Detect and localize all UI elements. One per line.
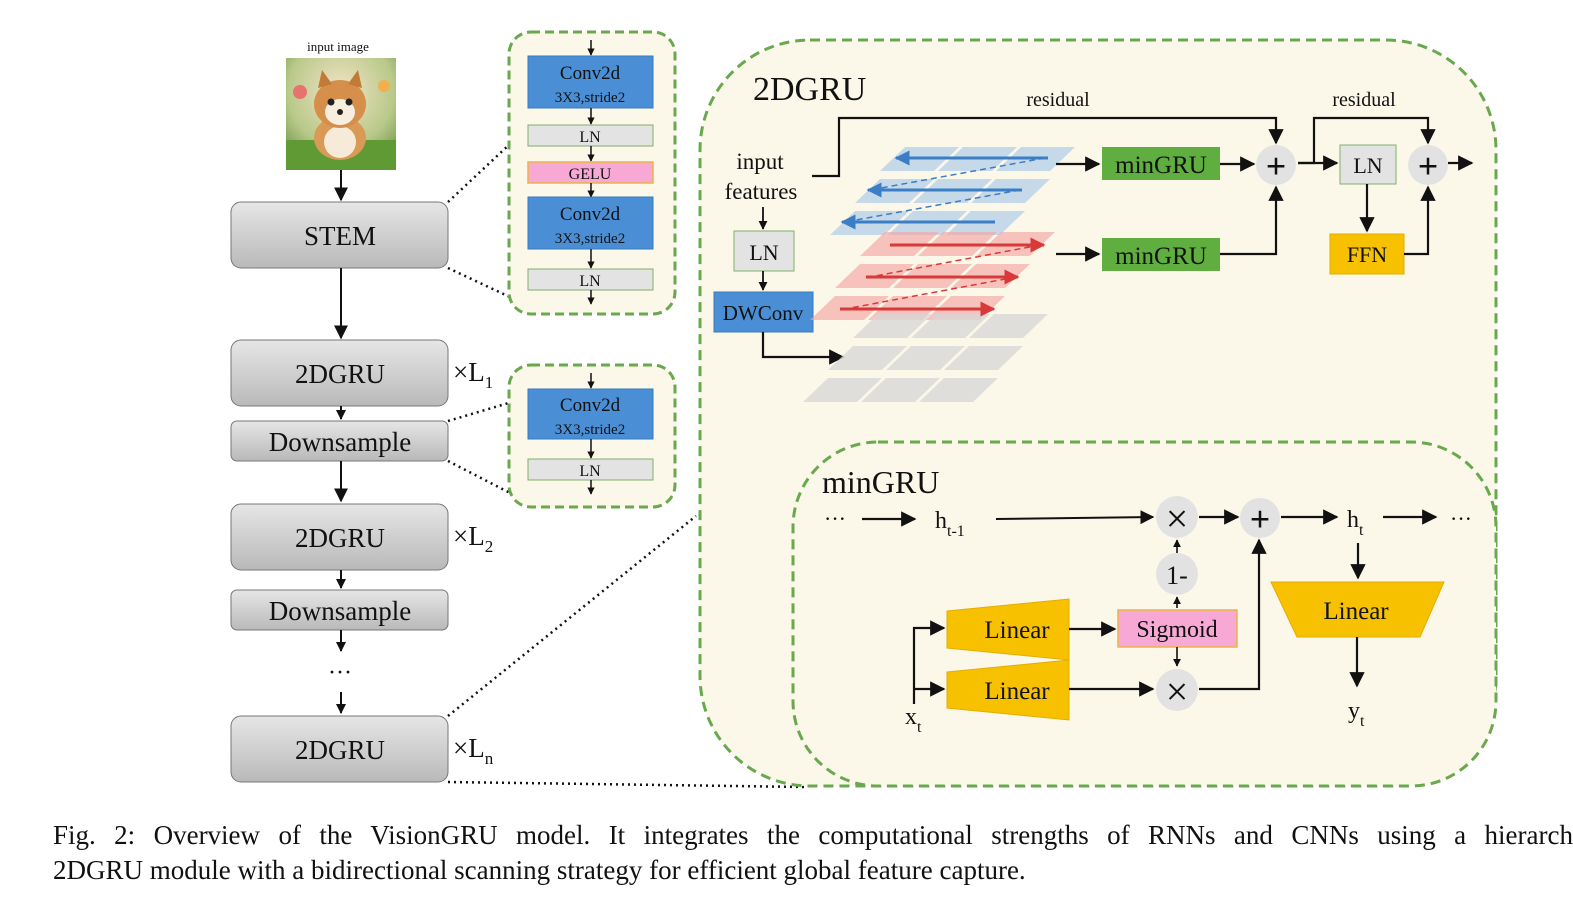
residual2-label: residual [1332, 89, 1396, 111]
caption-line-2: 2DGRU module with a bidirectional scanni… [53, 855, 1026, 885]
sigmoid-label: Sigmoid [1136, 617, 1217, 643]
architecture-diagram: input image STEM 2DGRU ×L1 Downsample 2D… [230, 30, 1498, 789]
linear-gate-label: Linear [984, 617, 1050, 644]
mingru-ellipsis-right: ··· [1450, 506, 1472, 531]
ffn-label: FFN [1347, 242, 1387, 267]
ln-after-label: LN [1353, 153, 1382, 178]
downsample2-block [230, 589, 449, 631]
add-node-mingru [1240, 498, 1280, 538]
multiply-top-symbol: × [1166, 496, 1189, 541]
scan-grid-cell [911, 314, 990, 338]
add-node-2 [1408, 145, 1448, 185]
stem-conv1-params: 3X3,stride2 [555, 90, 625, 106]
add-node-1 [1256, 145, 1296, 185]
sigmoid-block [1117, 609, 1238, 648]
scan-grid-cell [886, 346, 965, 370]
scan-grid-cell [803, 378, 882, 402]
stagen-2dgru-block [230, 715, 449, 783]
stage2-label: 2DGRU [295, 523, 385, 553]
stage1-2dgru-block [230, 339, 449, 407]
scan-arrows-forward [840, 237, 1046, 317]
stage2-repeat: ×L2 [453, 521, 493, 556]
scan-grid-cell [828, 346, 907, 370]
scan-grid-cell [861, 378, 940, 402]
one-minus-label: 1- [1166, 561, 1188, 590]
downsample-conv-params: 3X3,stride2 [555, 422, 625, 438]
mingru-panel-title: minGRU [822, 464, 939, 500]
stage1-repeat: ×L1 [453, 357, 493, 392]
mingru-ellipsis-left: ··· [824, 506, 846, 531]
gru2d-ln-label: LN [749, 240, 778, 265]
input-image [286, 58, 396, 170]
input-features-label-2: features [725, 179, 798, 204]
stem-label: STEM [304, 221, 376, 251]
stagen-label: 2DGRU [295, 735, 385, 765]
multiply-node-top [1156, 496, 1198, 538]
mingru-bottom-label: minGRU [1115, 243, 1207, 270]
scan-grid-cell [919, 378, 998, 402]
ln-after-block [1339, 144, 1397, 185]
scan-grid-cell [969, 314, 1048, 338]
figure-caption: Fig. 2: Overview of the VisionGRU model.… [53, 818, 1573, 888]
stem-conv1-name: Conv2d [560, 63, 621, 84]
stem-ln1-label: LN [579, 129, 601, 146]
gru2d-panel-title: 2DGRU [753, 71, 866, 108]
residual1-label: residual [1026, 89, 1090, 111]
one-minus-node [1156, 553, 1198, 595]
multiply-bottom-symbol: × [1166, 669, 1189, 714]
stem-conv1-block [527, 55, 654, 109]
mingru-top-label: minGRU [1115, 152, 1207, 179]
x-t-label: xt [905, 704, 922, 736]
downsample1-label: Downsample [269, 427, 411, 457]
downsample-ln-label: LN [579, 463, 601, 480]
stagen-repeat: ×Ln [453, 733, 494, 768]
input-features-label-1: input [736, 149, 784, 174]
scan-arrows-backward [840, 150, 1048, 230]
caption-line-1: Fig. 2: Overview of the VisionGRU model.… [53, 820, 1573, 850]
stem-conv2-name: Conv2d [560, 204, 621, 225]
stem-gelu-label: GELU [569, 166, 612, 183]
scan-grid-cell [853, 314, 932, 338]
downsample-conv-block [527, 388, 654, 440]
mingru-bottom-block [1102, 238, 1220, 271]
linear-candidate-block [946, 659, 1070, 721]
downsample-conv-name: Conv2d [560, 395, 621, 416]
downsample1-block [230, 420, 449, 462]
linear-output-label: Linear [1323, 598, 1389, 625]
linear-output-block [1270, 581, 1445, 638]
input-image-label: input image [307, 39, 369, 54]
dwconv-label: DWConv [723, 301, 804, 325]
y-t-label: yt [1348, 698, 1365, 730]
multiply-node-bottom [1156, 669, 1198, 711]
stage2-2dgru-block [230, 503, 449, 571]
h-t-label: ht [1347, 507, 1364, 539]
stem-conv2-block [527, 196, 654, 250]
scan-grid-cell [944, 346, 1023, 370]
stem-block [230, 201, 449, 269]
downsample2-label: Downsample [269, 596, 411, 626]
ffn-block [1329, 233, 1405, 275]
scan-grid-gray [803, 314, 1048, 402]
add-node-2-symbol: + [1418, 146, 1439, 186]
h-prev-label: ht-1 [935, 508, 965, 540]
stem-ln2-label: LN [579, 273, 601, 290]
linear-candidate-label: Linear [984, 678, 1050, 705]
add-node-1-symbol: + [1266, 146, 1287, 186]
backbone-ellipsis: ··· [328, 660, 352, 686]
add-mingru-symbol: + [1250, 499, 1271, 539]
mingru-top-block [1102, 147, 1220, 180]
gru2d-ln-block [733, 230, 795, 272]
stage1-label: 2DGRU [295, 359, 385, 389]
stem-conv2-params: 3X3,stride2 [555, 231, 625, 247]
